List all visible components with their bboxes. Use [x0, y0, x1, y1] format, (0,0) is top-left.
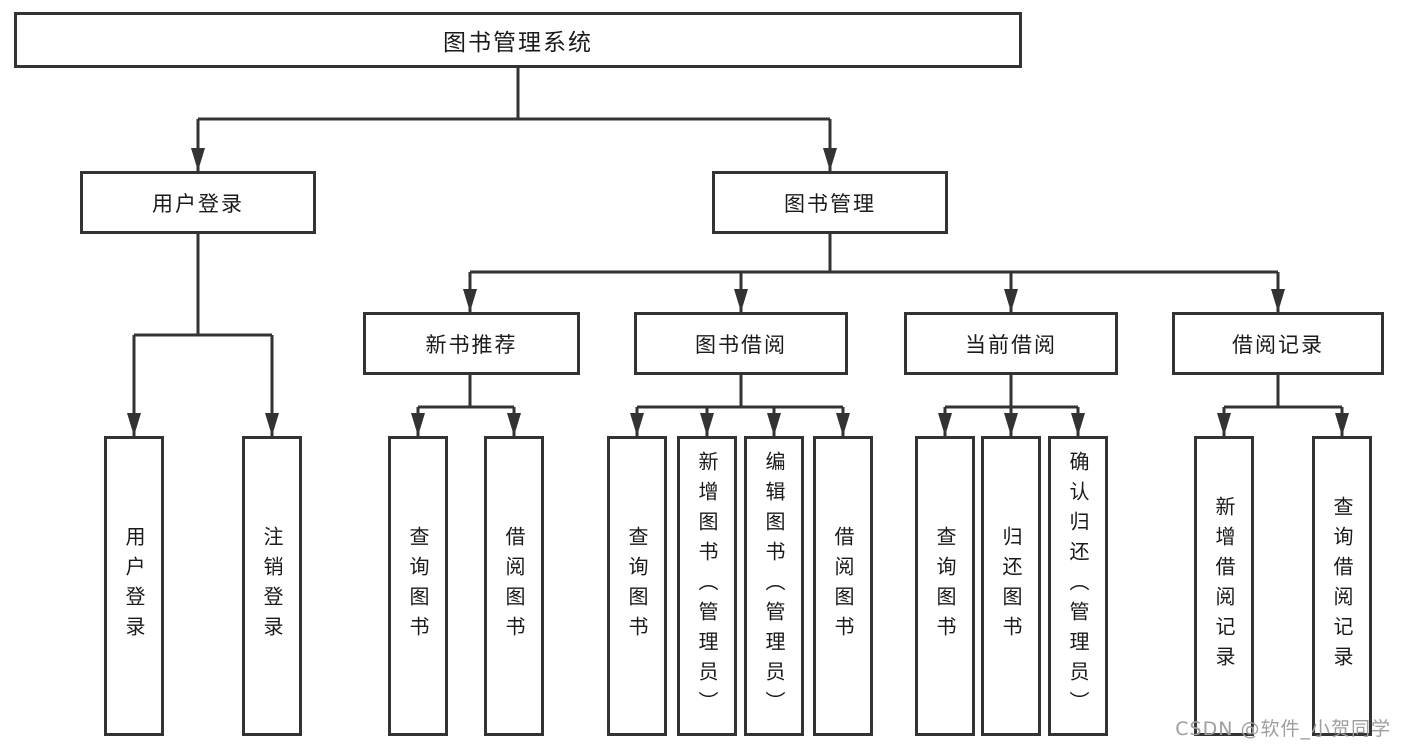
node-label: 借阅记录 [1232, 332, 1324, 357]
leaf-borrowing-add-book-admin: 新增图书（管理员） [677, 436, 737, 736]
node-borrowing-records: 借阅记录 [1172, 312, 1384, 375]
node-label: 查询图书 [933, 526, 957, 646]
watermark: CSDN @软件_小贺同学 [1175, 718, 1391, 740]
leaf-borrowing-query-books: 查询图书 [607, 436, 667, 736]
node-label: 新增借阅记录 [1212, 496, 1236, 676]
node-user-login: 用户登录 [80, 171, 316, 234]
node-label: 注销登录 [260, 526, 284, 646]
node-label: 图书管理系统 [443, 30, 593, 56]
leaf-borrowing-borrow-books: 借阅图书 [813, 436, 873, 736]
leaf-records-add-record: 新增借阅记录 [1194, 436, 1254, 736]
node-label: 用户登录 [152, 191, 244, 216]
node-book-management: 图书管理 [712, 171, 948, 234]
node-label: 图书借阅 [695, 332, 787, 357]
leaf-recommend-borrow-books: 借阅图书 [484, 436, 544, 736]
leaf-records-query-record: 查询借阅记录 [1312, 436, 1372, 736]
node-label: 编辑图书（管理员） [762, 451, 786, 721]
node-current-borrowing: 当前借阅 [904, 312, 1118, 375]
node-library-management-system: 图书管理系统 [14, 12, 1022, 68]
node-book-borrowing: 图书借阅 [634, 312, 848, 375]
leaf-recommend-query-books: 查询图书 [388, 436, 448, 736]
node-label: 借阅图书 [502, 526, 526, 646]
leaf-current-query-books: 查询图书 [915, 436, 975, 736]
node-label: 查询图书 [625, 526, 649, 646]
leaf-current-confirm-return-admin: 确认归还（管理员） [1048, 436, 1108, 736]
tree-edges [132, 68, 1344, 436]
leaf-user-login: 用户登录 [104, 436, 164, 736]
node-new-book-recommendation: 新书推荐 [363, 312, 580, 375]
arrowheads [127, 148, 1349, 436]
leaf-borrowing-edit-book-admin: 编辑图书（管理员） [744, 436, 804, 736]
node-label: 图书管理 [784, 191, 876, 216]
node-label: 当前借阅 [965, 332, 1057, 357]
node-label: 查询借阅记录 [1330, 496, 1354, 676]
node-label: 借阅图书 [831, 526, 855, 646]
node-label: 归还图书 [999, 526, 1023, 646]
node-label: 用户登录 [122, 526, 146, 646]
leaf-logout: 注销登录 [242, 436, 302, 736]
node-label: 确认归还（管理员） [1066, 451, 1090, 721]
node-label: 新书推荐 [425, 332, 518, 357]
node-label: 查询图书 [406, 526, 430, 646]
leaf-current-return-books: 归还图书 [981, 436, 1041, 736]
node-label: 新增图书（管理员） [695, 451, 719, 721]
